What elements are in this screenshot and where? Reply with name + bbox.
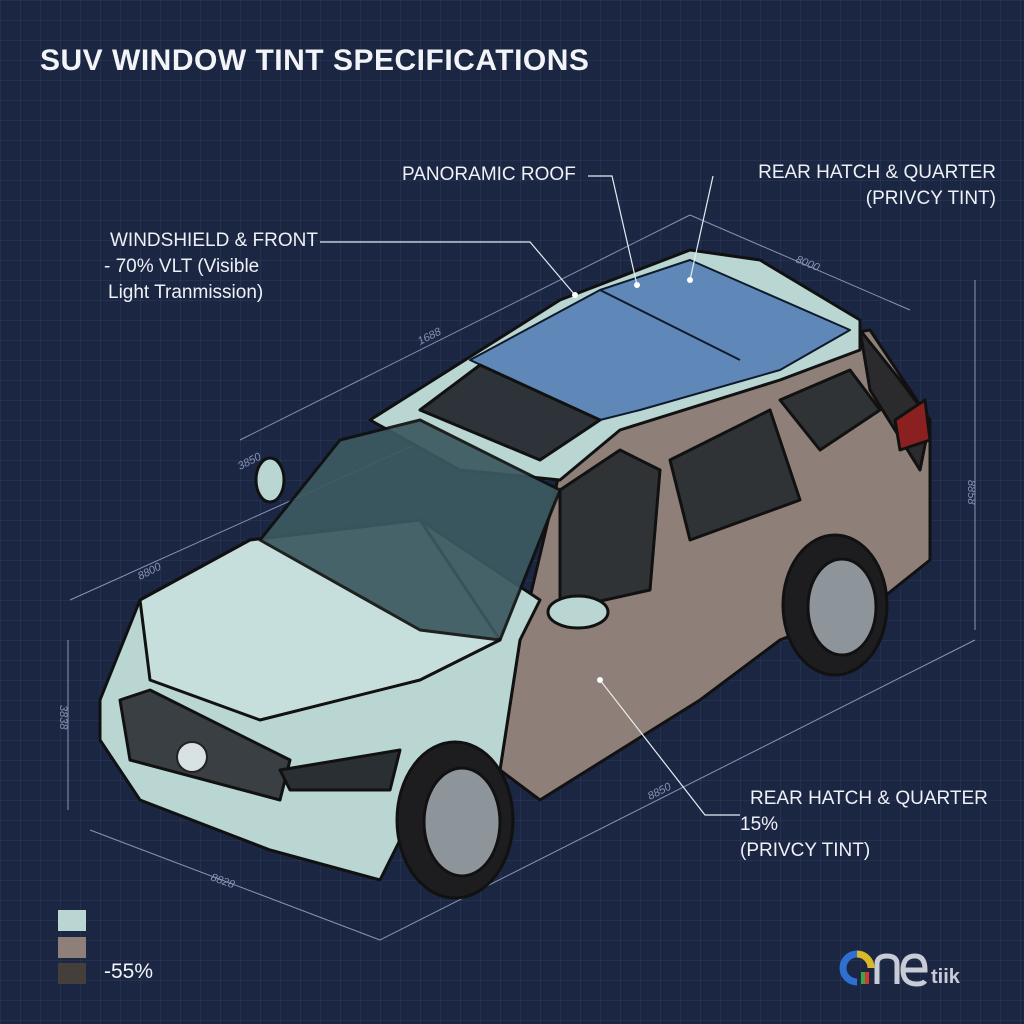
legend-label: -55%	[104, 960, 154, 983]
callout-line: Light Tranmission)	[108, 282, 264, 303]
callout-rear-hatch-bottom: REAR HATCH & QUARTER 15% (PRIVCY TINT)	[740, 786, 988, 864]
callout-line: REAR HATCH & QUARTER	[750, 788, 988, 809]
dim-label: 8828	[209, 872, 237, 892]
onetiik-logo: tiik	[839, 950, 961, 988]
callout-line: (PRIVCY TINT)	[740, 840, 871, 861]
legend-swatch-medium	[58, 937, 86, 958]
callout-line: - 70% VLT (Visible	[104, 256, 260, 277]
callout-windshield: WINDSHIELD & FRONT - 70% VLT (Visible Li…	[104, 228, 318, 306]
dim-label: 8800	[136, 560, 164, 582]
dim-label: 1688	[416, 325, 444, 347]
dim-label: 3838	[57, 705, 69, 730]
suv-body	[98, 248, 932, 900]
callout-dots	[572, 277, 693, 683]
callout-rear-hatch-top: REAR HATCH & QUARTER (PRIVCY TINT)	[750, 160, 996, 212]
callout-leader-lines	[320, 175, 740, 816]
callout-line: (PRIVCY TINT)	[865, 188, 996, 209]
dim-label: 8858	[965, 480, 977, 505]
legend-swatch-dark	[58, 963, 86, 984]
svg-text:tiik: tiik	[931, 966, 961, 988]
callout-panoramic-roof: PANORAMIC ROOF	[402, 164, 576, 185]
page-title: SUV WINDOW TINT SPECIFICATIONS	[40, 44, 590, 77]
dim-label: 8000	[794, 254, 822, 275]
callout-line: REAR HATCH & QUARTER	[758, 162, 996, 183]
legend-swatch-light	[58, 910, 86, 931]
callout-line: 15%	[740, 814, 779, 835]
callout-line: WINDSHIELD & FRONT	[110, 230, 318, 251]
